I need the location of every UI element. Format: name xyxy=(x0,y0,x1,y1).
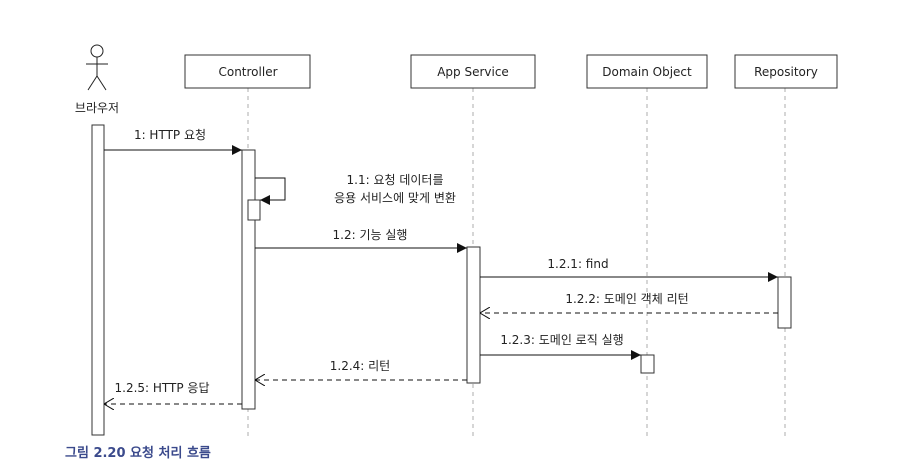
message-label-1-1-line1: 1.1: 요청 데이터를 xyxy=(347,173,444,187)
message-label-1-2-4: 1.2.4: 리턴 xyxy=(330,359,390,373)
repository-activation xyxy=(777,276,792,329)
controller-activation xyxy=(241,149,256,410)
participant-domain-object: Domain Object xyxy=(602,65,692,79)
actor-icon xyxy=(86,44,108,91)
app-service-activation xyxy=(466,246,481,384)
participant-domain-object-box xyxy=(586,54,708,89)
message-label-1-2-3: 1.2.3: 도메인 로직 실행 xyxy=(500,332,623,347)
message-label-1: 1: HTTP 요청 xyxy=(134,128,206,142)
message-label-1-2-1: 1.2.1: find xyxy=(547,257,608,271)
browser-activation xyxy=(91,124,105,436)
domain-object-activation xyxy=(640,354,655,374)
participant-browser: 브라우저 xyxy=(75,101,119,115)
message-label-1-2-2: 1.2.2: 도메인 객체 리턴 xyxy=(565,292,688,306)
message-label-1-2: 1.2: 기능 실행 xyxy=(333,227,408,242)
participant-controller: Controller xyxy=(218,65,277,79)
figure-caption: 그림 2.20 요청 처리 흐름 xyxy=(65,445,211,461)
message-arrow-1-1 xyxy=(255,177,286,205)
message-label-1-1-line2: 응용 서비스에 맞게 변환 xyxy=(334,191,456,205)
participant-app-service: App Service xyxy=(437,65,509,79)
controller-self-activation xyxy=(247,199,261,221)
participant-repository-box xyxy=(734,54,838,89)
participant-repository: Repository xyxy=(754,65,818,79)
participant-controller-box xyxy=(184,54,311,89)
participant-app-service-box xyxy=(410,54,536,89)
message-label-1-2-5: 1.2.5: HTTP 응답 xyxy=(115,381,210,395)
